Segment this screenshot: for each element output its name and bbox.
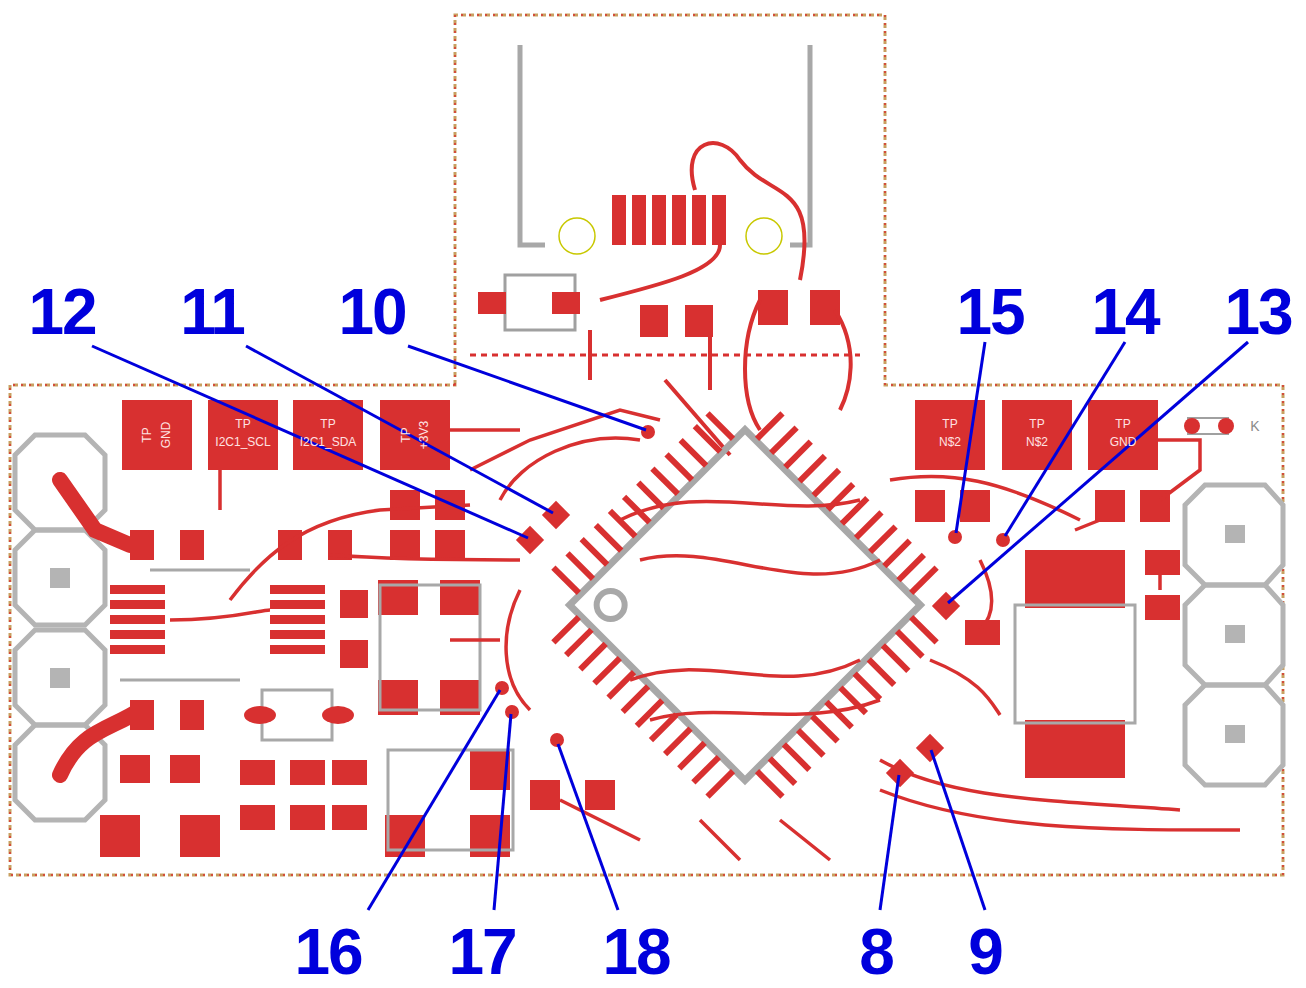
- callout-number: 12: [28, 280, 95, 344]
- callout-number: 13: [1224, 280, 1291, 344]
- callout-number: 16: [294, 920, 361, 984]
- silkscreen-text: TP: [235, 418, 250, 430]
- silkscreen-text: GND: [160, 422, 172, 449]
- callout-number: 14: [1091, 280, 1158, 344]
- silkscreen-text: I2C1_SDA: [300, 436, 357, 448]
- silkscreen-text: N$2: [939, 436, 961, 448]
- callout-number: 8: [859, 920, 893, 984]
- callout-number: 11: [180, 280, 244, 344]
- silkscreen-text: TP: [1115, 418, 1130, 430]
- silkscreen-text: TP: [1029, 418, 1044, 430]
- callout-number: 18: [602, 920, 669, 984]
- silkscreen-text: GND: [1110, 436, 1137, 448]
- silkscreen-text: TP: [400, 427, 412, 442]
- silkscreen-text: K: [1250, 419, 1259, 433]
- silkscreen-text: N$2: [1026, 436, 1048, 448]
- callout-number: 15: [956, 280, 1023, 344]
- silkscreen-text: TP: [320, 418, 335, 430]
- silkscreen-text: TP: [942, 418, 957, 430]
- callout-number: 10: [338, 280, 405, 344]
- callout-number: 17: [448, 920, 515, 984]
- silkscreen-text: +3V3: [418, 421, 430, 449]
- callout-number: 9: [968, 920, 1002, 984]
- silkscreen-text: TP: [141, 427, 153, 442]
- silkscreen-text: I2C1_SCL: [215, 436, 270, 448]
